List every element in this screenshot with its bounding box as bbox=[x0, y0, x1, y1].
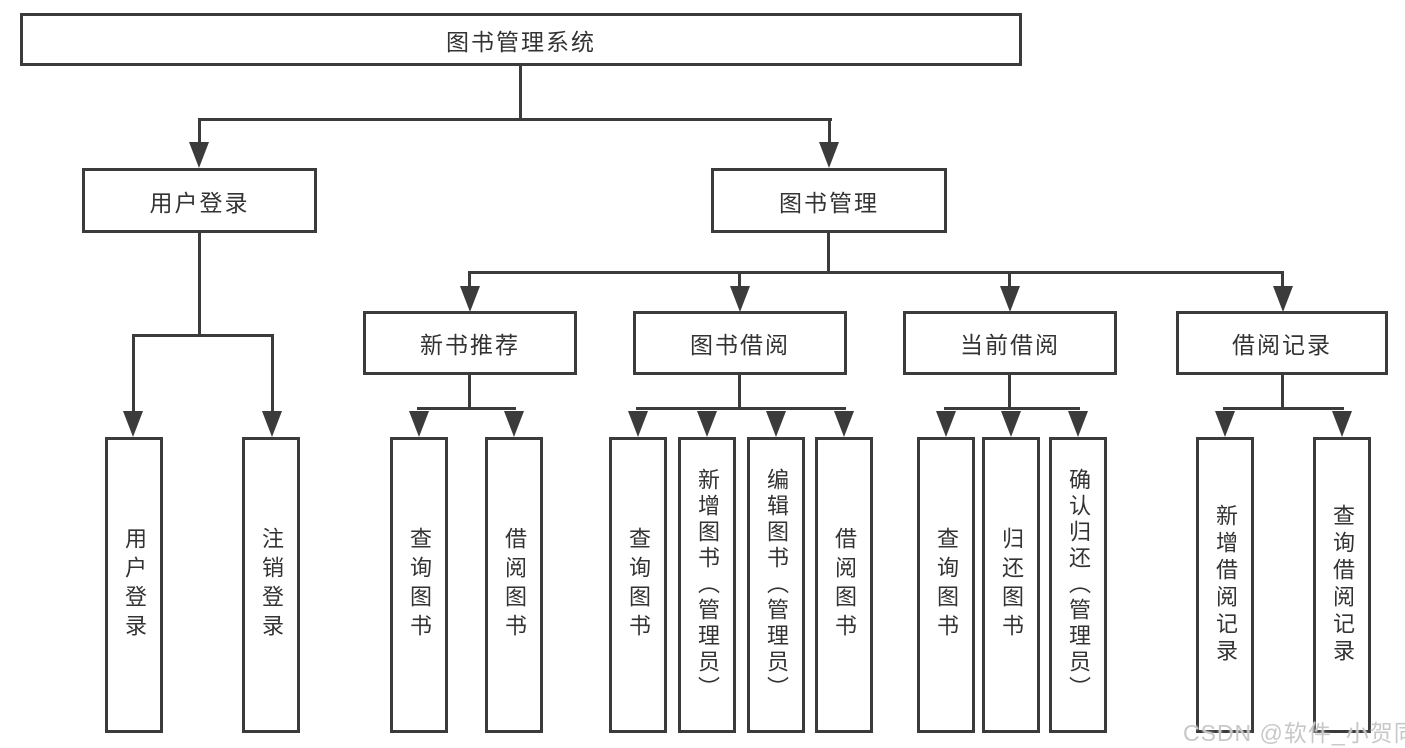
connector-line bbox=[636, 407, 846, 410]
connector-line bbox=[1281, 271, 1284, 289]
leaf-query-book-rec-label: 查询图书 bbox=[407, 527, 432, 643]
arrow-down-icon bbox=[697, 411, 717, 437]
leaf-return-book: 归还图书 bbox=[982, 437, 1040, 733]
arrow-down-icon bbox=[1000, 286, 1020, 312]
arrow-down-icon bbox=[409, 411, 429, 437]
leaf-query-book-rec: 查询图书 bbox=[390, 437, 448, 733]
connector-line bbox=[198, 118, 201, 146]
arrow-down-icon bbox=[819, 142, 839, 168]
arrow-down-icon bbox=[1068, 411, 1088, 437]
arrow-down-icon bbox=[460, 286, 480, 312]
leaf-user-login-label: 用户登录 bbox=[122, 527, 147, 643]
arrow-down-icon bbox=[504, 411, 524, 437]
arrow-down-icon bbox=[189, 142, 209, 168]
leaf-borrow-book-rec-label: 借阅图书 bbox=[502, 527, 527, 643]
leaf-query-borrow-record: 查询借阅记录 bbox=[1313, 437, 1371, 733]
node-user-login-label: 用户登录 bbox=[149, 189, 250, 216]
leaf-return-book-label: 归还图书 bbox=[999, 527, 1024, 643]
leaf-query-borrow-record-label: 查询借阅记录 bbox=[1330, 504, 1355, 666]
connector-line bbox=[468, 271, 1284, 274]
arrow-down-icon bbox=[1332, 411, 1352, 437]
node-book-borrow: 图书借阅 bbox=[633, 311, 847, 375]
arrow-down-icon bbox=[730, 286, 750, 312]
arrow-down-icon bbox=[123, 411, 143, 437]
csdn-watermark: CSDN @软件_小贺同学 bbox=[1183, 720, 1405, 746]
arrow-down-icon bbox=[628, 411, 648, 437]
arrow-down-icon bbox=[1001, 411, 1021, 437]
node-new-book-rec: 新书推荐 bbox=[363, 311, 577, 375]
leaf-confirm-return-admin: 确认归还（管理员） bbox=[1049, 437, 1107, 733]
connector-line bbox=[271, 334, 274, 414]
node-current-borrow: 当前借阅 bbox=[903, 311, 1117, 375]
connector-line bbox=[198, 233, 201, 335]
connector-line bbox=[738, 271, 741, 289]
connector-line bbox=[1008, 375, 1011, 410]
node-book-mgmt-label: 图书管理 bbox=[779, 189, 879, 216]
connector-line bbox=[132, 334, 274, 337]
leaf-borrow-book-borrow-label: 借阅图书 bbox=[832, 527, 857, 643]
connector-line bbox=[827, 233, 830, 274]
node-book-borrow-label: 图书借阅 bbox=[690, 332, 790, 358]
arrow-down-icon bbox=[1273, 286, 1293, 312]
arrow-down-icon bbox=[834, 411, 854, 437]
leaf-confirm-return-admin-label: 确认归还（管理员） bbox=[1066, 468, 1091, 702]
leaf-add-book-admin: 新增图书（管理员） bbox=[678, 437, 736, 733]
leaf-add-book-admin-label: 新增图书（管理员） bbox=[695, 468, 720, 702]
leaf-add-borrow-record: 新增借阅记录 bbox=[1196, 437, 1254, 733]
leaf-query-book-borrow-label: 查询图书 bbox=[626, 527, 651, 643]
connector-line bbox=[417, 407, 516, 410]
connector-line bbox=[738, 375, 741, 410]
arrow-down-icon bbox=[766, 411, 786, 437]
connector-line bbox=[828, 118, 831, 146]
arrow-down-icon bbox=[1215, 411, 1235, 437]
leaf-borrow-book-borrow: 借阅图书 bbox=[815, 437, 873, 733]
connector-line bbox=[198, 118, 832, 121]
leaf-logout: 注销登录 bbox=[242, 437, 300, 733]
connector-line bbox=[1281, 375, 1284, 410]
leaf-query-book-current-label: 查询图书 bbox=[934, 527, 959, 643]
connector-line bbox=[132, 334, 135, 414]
connector-line bbox=[468, 375, 471, 410]
leaf-logout-label: 注销登录 bbox=[259, 527, 284, 643]
node-borrow-record-label: 借阅记录 bbox=[1232, 332, 1332, 358]
node-root-label: 图书管理系统 bbox=[446, 28, 596, 55]
node-new-book-rec-label: 新书推荐 bbox=[420, 332, 520, 358]
connector-line bbox=[468, 271, 471, 289]
arrow-down-icon bbox=[262, 411, 282, 437]
node-book-mgmt: 图书管理 bbox=[711, 168, 947, 233]
leaf-query-book-current: 查询图书 bbox=[917, 437, 975, 733]
connector-line bbox=[519, 66, 522, 120]
leaf-query-book-borrow: 查询图书 bbox=[609, 437, 667, 733]
leaf-borrow-book-rec: 借阅图书 bbox=[485, 437, 543, 733]
connector-line bbox=[944, 407, 1080, 410]
leaf-user-login: 用户登录 bbox=[105, 437, 163, 733]
node-borrow-record: 借阅记录 bbox=[1176, 311, 1388, 375]
connector-line bbox=[1008, 271, 1011, 289]
connector-line bbox=[1223, 407, 1344, 410]
arrow-down-icon bbox=[936, 411, 956, 437]
node-user-login: 用户登录 bbox=[82, 168, 317, 233]
leaf-edit-book-admin-label: 编辑图书（管理员） bbox=[764, 468, 789, 702]
leaf-add-borrow-record-label: 新增借阅记录 bbox=[1213, 504, 1238, 666]
node-root: 图书管理系统 bbox=[20, 13, 1022, 66]
leaf-edit-book-admin: 编辑图书（管理员） bbox=[747, 437, 805, 733]
node-current-borrow-label: 当前借阅 bbox=[960, 332, 1060, 358]
